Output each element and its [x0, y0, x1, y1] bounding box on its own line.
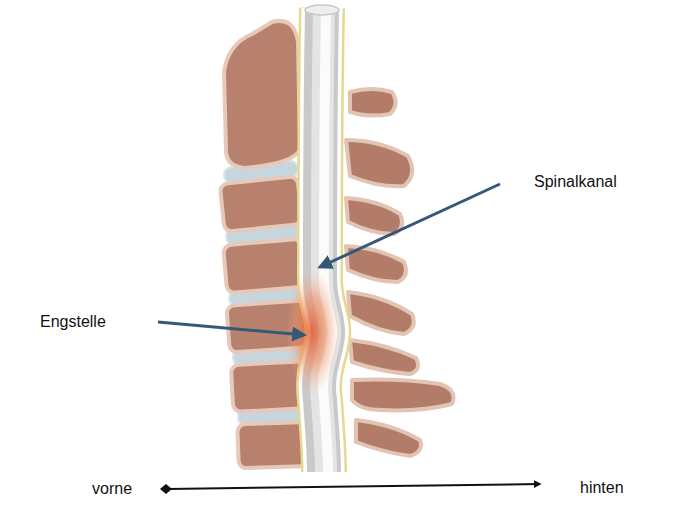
part-label: Spinalkanal: [534, 172, 617, 192]
direction-label: hinten: [580, 478, 624, 498]
vertebral-body: [223, 239, 305, 294]
cord-highlight: [323, 8, 332, 472]
spinous-process: [352, 380, 454, 411]
direction-label: vorne: [92, 479, 132, 499]
cord-cap: [305, 5, 339, 15]
vertebral-body: [220, 176, 303, 232]
spinous-process: [348, 292, 414, 334]
spinous-process: [346, 198, 402, 234]
spinous-process: [350, 340, 418, 374]
stenosis-highlight: [286, 270, 338, 394]
spinous-process: [350, 89, 396, 116]
vertebral-body: [224, 21, 300, 168]
leader-arrow: [320, 184, 500, 267]
spinous-process: [356, 420, 421, 456]
spinous-processes: [346, 89, 454, 456]
leader-arrow: [158, 322, 304, 335]
spinal-cord: [305, 5, 339, 472]
spinous-process: [346, 140, 412, 186]
direction-axis: [168, 484, 540, 489]
part-label: Engstelle: [40, 312, 106, 332]
axis-diamond: [160, 484, 172, 494]
